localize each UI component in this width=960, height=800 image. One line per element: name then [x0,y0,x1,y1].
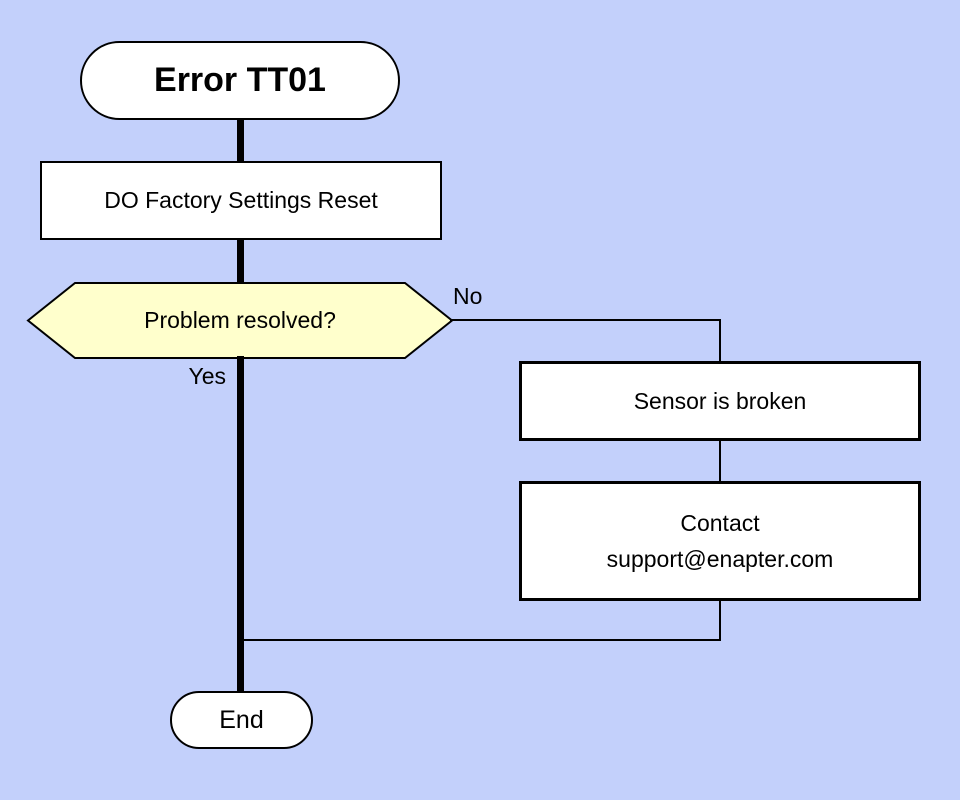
decision-node: Problem resolved? [28,283,452,358]
end-terminal: End [170,691,313,749]
contact-support-node: Contact support@enapter.com [519,481,921,601]
branch-label-no: No [453,283,483,309]
start-terminal: Error TT01 [80,41,400,120]
outcome-sensor-broken: Sensor is broken [519,361,921,441]
connector-join-back-to-main [240,639,721,641]
outcome-label: Sensor is broken [633,387,807,414]
contact-support-email: support@enapter.com [606,546,834,572]
connector-no-branch-horizontal [450,319,721,321]
end-terminal-label: End [219,705,264,734]
branch-label-yes: Yes [188,363,226,389]
connector-process-to-decision [237,238,244,286]
process-step-factory-reset: DO Factory Settings Reset [40,161,442,240]
decision-node-label: Problem resolved? [144,307,336,333]
start-terminal-label: Error TT01 [154,61,326,99]
process-step-label: DO Factory Settings Reset [104,187,378,213]
connector-start-to-process [237,119,244,163]
connector-no-branch-vertical [719,320,721,363]
connector-decision-to-end [237,356,244,693]
connector-sensor-to-contact [719,439,721,483]
connector-contact-down [719,599,721,641]
contact-line1: Contact [680,510,760,536]
